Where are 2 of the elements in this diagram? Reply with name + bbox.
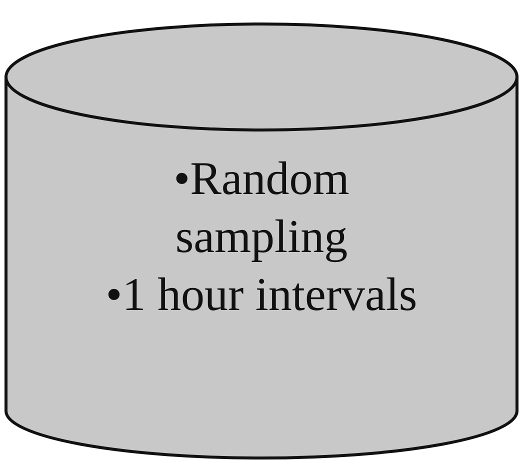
node-text: •1 hour intervals	[106, 268, 418, 323]
node-text: •Random sampling	[172, 152, 350, 265]
